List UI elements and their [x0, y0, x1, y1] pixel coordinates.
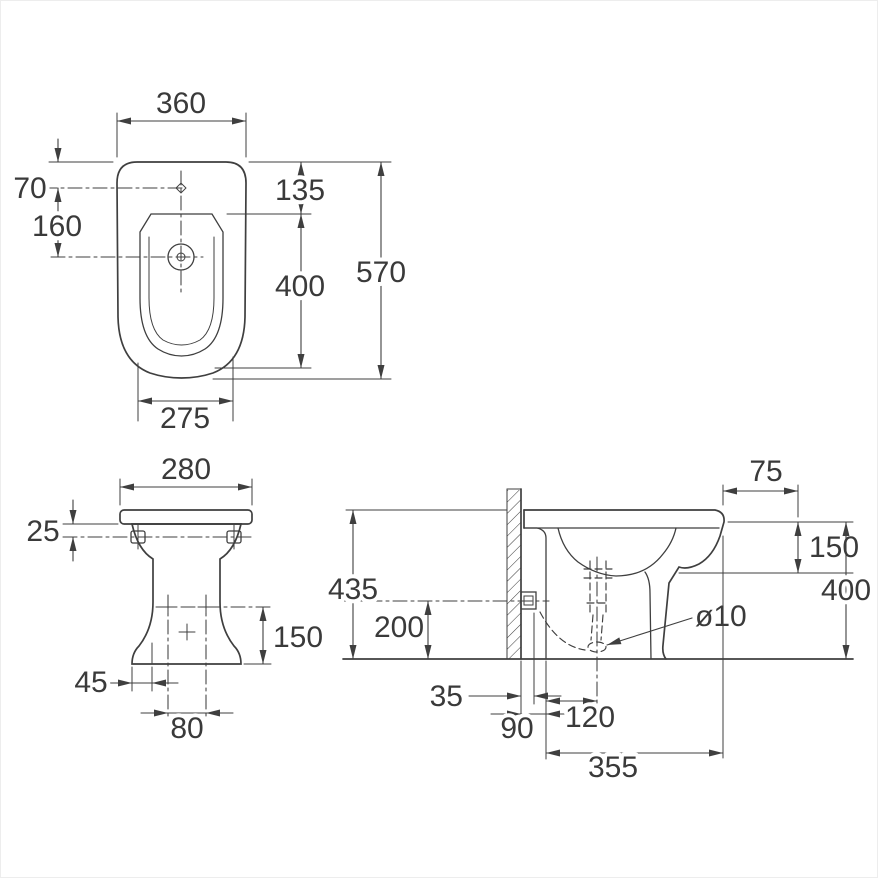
side-basin-section: [557, 527, 677, 577]
plan-dim-hole-offset: 70: [13, 172, 46, 205]
side-dim-rim-height: 400: [821, 574, 871, 607]
plan-dim-depth-total: 570: [356, 256, 406, 289]
rear-rim: [119, 509, 253, 525]
plan-dim-width-bottom: 275: [160, 402, 210, 435]
plan-outline: [116, 161, 247, 379]
side-dim-back-clearance: 90: [500, 712, 533, 745]
wall-hatching: [507, 490, 521, 659]
plan-dim-rim-to-bowl: 135: [275, 174, 325, 207]
hidden-waste-funnel: [590, 614, 594, 641]
plan-view: 360 70 160 135 400 570 275: [9, 83, 410, 439]
side-dim-drain-diameter: ø10: [695, 600, 747, 633]
plan-dim-bowl-length: 400: [275, 270, 325, 303]
plan-dim-hole-spacing: 160: [32, 210, 82, 243]
rear-body: [130, 523, 243, 665]
plan-bowl-inner: [148, 236, 215, 346]
hidden-waste-funnel: [600, 614, 604, 641]
rear-dim-width-top: 280: [161, 453, 211, 486]
side-dim-rim-overhang: 75: [749, 455, 782, 488]
rear-dim-outlet-height: 150: [273, 621, 323, 654]
side-dim-rim-drop: 150: [809, 531, 859, 564]
rear-dim-side-offset: 45: [74, 666, 107, 699]
side-profile-outer: [523, 509, 725, 660]
hidden-inlet-pipe: [539, 611, 586, 651]
side-dim-inlet-height: 200: [374, 611, 424, 644]
rear-view: 280 25 150 45 80: [22, 449, 327, 749]
leader-line: [606, 617, 693, 646]
side-dim-drain-offset: 120: [565, 701, 615, 734]
rear-dim-fixing-offset: 25: [26, 515, 59, 548]
rear-dim-outlet-spacing: 80: [170, 712, 203, 745]
side-back-pedestal: [523, 527, 547, 660]
plan-bowl-outer: [139, 213, 224, 357]
side-view: 435 200 75 150 400 ø10 35 90: [324, 451, 875, 788]
side-front-leg-inner: [644, 571, 652, 660]
side-dim-wall-clearance: 35: [430, 680, 463, 713]
plan-dim-width-top: 360: [156, 87, 206, 120]
plan-fixing-hole-marker: [175, 182, 187, 194]
side-dim-total-height: 435: [328, 573, 378, 606]
side-dim-base-depth: 355: [588, 751, 638, 784]
